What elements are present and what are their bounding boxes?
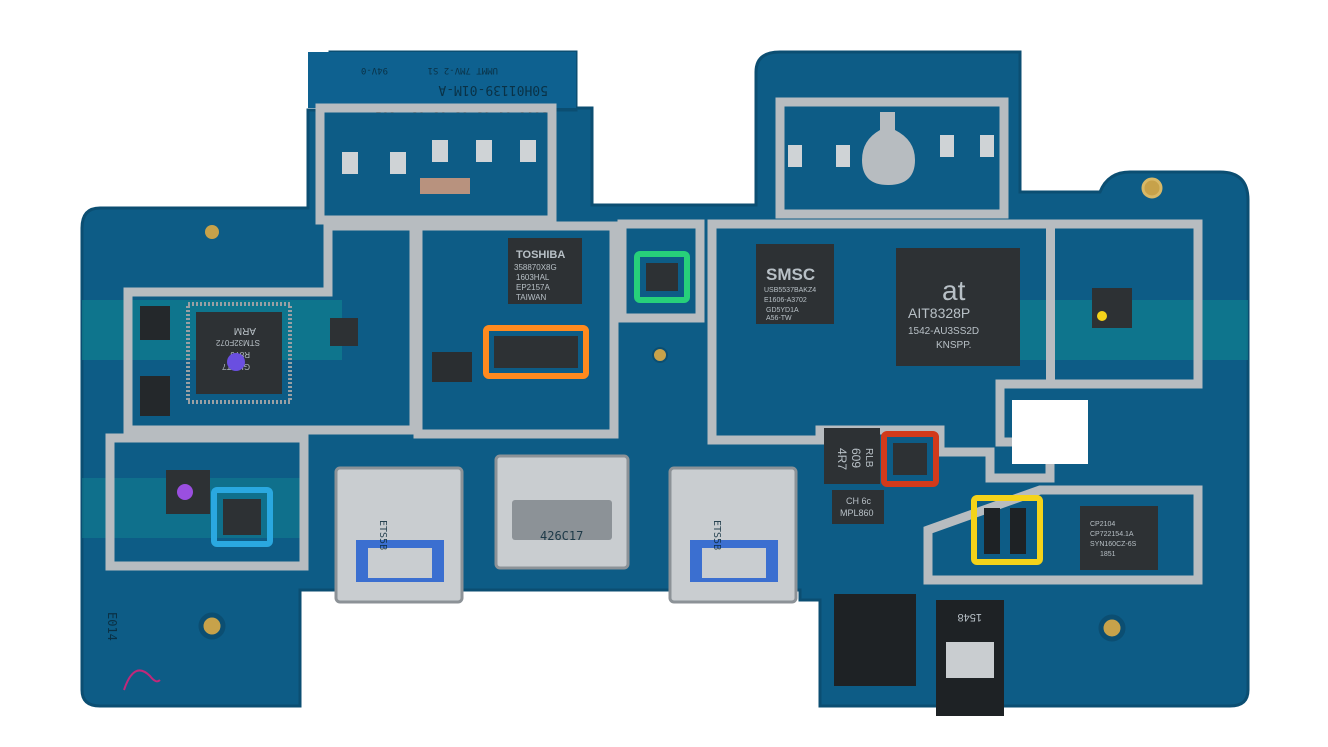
highlighted-chip-blue (223, 499, 261, 535)
cp-line-4: 1851 (1100, 551, 1116, 558)
highlighted-chip-yellow-b (1010, 508, 1026, 554)
chip-right-small (1092, 288, 1132, 328)
ait-line-3: KNSPP. (936, 340, 971, 351)
hdmi-port: 426C17 (494, 454, 630, 570)
usb-port-left: ETS5B (334, 466, 464, 604)
highlighted-chip-red (893, 443, 927, 475)
mount-hole-top-right (1141, 177, 1163, 199)
highlight-blue (211, 487, 273, 547)
small-components-top-left (420, 178, 470, 194)
smsc-line-1: USB5537BAKZ4 (764, 287, 816, 294)
shield-top-left (315, 103, 557, 225)
ait-logo: at (942, 275, 966, 306)
center-hole (652, 347, 668, 363)
usb-serial-chip (1080, 506, 1158, 570)
shield-right-divider (1046, 224, 1055, 384)
toshiba-line-5: TAIWAN (516, 293, 546, 302)
via-top-left (205, 225, 219, 239)
component-left-1 (140, 306, 170, 340)
hdmi-label: 426C17 (540, 529, 583, 543)
shield-right-main (707, 219, 1203, 483)
highlight-red (881, 431, 939, 487)
silk-bottom-left: E014 (105, 612, 119, 641)
pcb-top-left-tab (308, 52, 576, 108)
component-center-2 (432, 352, 472, 382)
usb-left-label: ETS5B (377, 520, 388, 550)
inductor-line-1: 4R7 (835, 448, 849, 470)
usb-right-label: ETS5B (711, 520, 722, 550)
toshiba-flash-chip (508, 238, 582, 304)
inductor (824, 428, 880, 484)
pads-top-right (788, 135, 994, 167)
arm-mcu-chip (196, 312, 282, 394)
smsc-usb-hub-chip (756, 244, 834, 324)
audio-label: 1548 (958, 611, 982, 623)
smsc-logo: SMSC (766, 265, 815, 284)
yellow-dot (1097, 311, 1107, 321)
highlight-orange (483, 325, 589, 379)
audio-jack-left (834, 594, 916, 686)
highlighted-chip-green (646, 263, 678, 291)
shield-hole (1012, 400, 1088, 464)
ait-line-1: AIT8328P (908, 305, 970, 321)
shield-center-small (617, 219, 705, 323)
highlighted-chip-yellow-a (984, 508, 1000, 554)
ch-line-2: MPL860 (840, 508, 874, 518)
mount-hole-bottom-right (1098, 614, 1126, 642)
arm-line-1: ARM (234, 325, 256, 336)
inductor-line-2: 609 (849, 448, 863, 468)
ait-line-2: 1542-AU3SS2D (908, 326, 979, 337)
mount-hole-bottom-left (198, 612, 226, 640)
purple-dot-bottom (177, 484, 193, 500)
ait-processor-chip (896, 248, 1020, 366)
audio-jack-right: 1548 (936, 600, 1004, 716)
toshiba-line-3: 1603HAL (516, 273, 550, 282)
highlight-yellow (971, 495, 1043, 565)
silk-line-3: 94V-0 (361, 65, 388, 75)
marker-scribble (123, 669, 161, 691)
shield-center-flash (413, 221, 619, 439)
ch-component (832, 490, 884, 524)
cp-line-2: CP722154.1A (1090, 531, 1134, 538)
cp-line-3: SYN160CZ-6S (1090, 541, 1137, 548)
shield-bottom-left (105, 433, 309, 571)
component-left-3 (330, 318, 358, 346)
smsc-line-2: E1606-A3702 (764, 297, 807, 304)
smsc-line-4: A56-TW (766, 315, 792, 322)
pads-top-left (342, 140, 536, 174)
ch-line-1: CH 6c (846, 496, 872, 506)
highlighted-chip-orange (494, 336, 578, 368)
inductor-line-3: RLB (863, 448, 874, 468)
silk-line-1: 50H01139-01M-A (438, 82, 548, 97)
shield-top-right (775, 97, 1009, 219)
cp-line-1: CP2104 (1090, 521, 1115, 528)
component-left-2 (140, 376, 170, 416)
toshiba-line-4: EP2157A (516, 283, 550, 292)
toshiba-line-2: 358870X8G (514, 263, 557, 272)
toshiba-line-1: TOSHIBA (516, 249, 565, 261)
usb-port-right: ETS5B (668, 466, 798, 604)
shield-top-right-clip (862, 112, 915, 185)
highlight-green (634, 251, 690, 303)
purple-dot-mcu (227, 353, 245, 371)
arm-line-2: STM32F072 (215, 338, 260, 347)
silk-line-2: UMMT 7MV-2 S1 (428, 65, 498, 75)
smsc-line-3: GD5YD1A (766, 307, 799, 314)
